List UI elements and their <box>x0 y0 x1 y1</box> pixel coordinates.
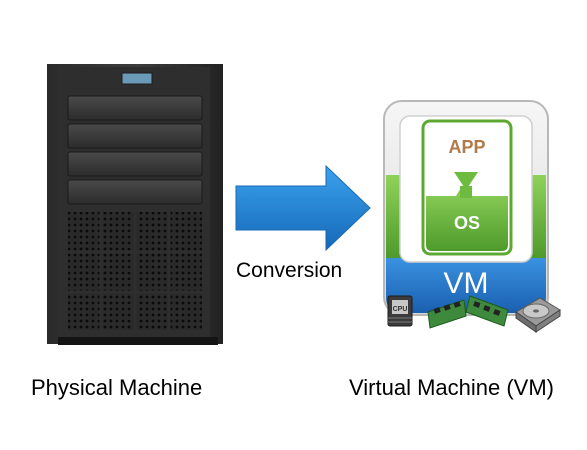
drive-bay <box>67 95 203 121</box>
server-tower-icon <box>47 64 223 345</box>
drive-bay <box>67 123 203 149</box>
drive-bay <box>67 179 203 205</box>
conversion-label: Conversion <box>236 259 343 282</box>
os-layer <box>426 186 508 251</box>
drive-bay <box>67 151 203 177</box>
hard-disk-icon <box>515 297 561 333</box>
vm-blue-band <box>386 258 546 313</box>
app-label: APP <box>448 137 485 157</box>
vm-box-icon <box>383 100 549 316</box>
status-display-icon <box>121 72 153 85</box>
physical-machine-label: Physical Machine <box>31 375 203 400</box>
vm-label: VM <box>444 267 489 300</box>
funnel-icon <box>454 172 478 190</box>
virtual-machine-label: Virtual Machine (VM) <box>349 375 554 400</box>
arrow-right-icon <box>235 164 371 252</box>
cpu-chip-icon <box>387 295 413 327</box>
os-label: OS <box>454 213 480 233</box>
memory-module-icon <box>427 299 467 329</box>
memory-module-icon <box>465 295 509 327</box>
cpu-label: CPU <box>393 306 408 313</box>
